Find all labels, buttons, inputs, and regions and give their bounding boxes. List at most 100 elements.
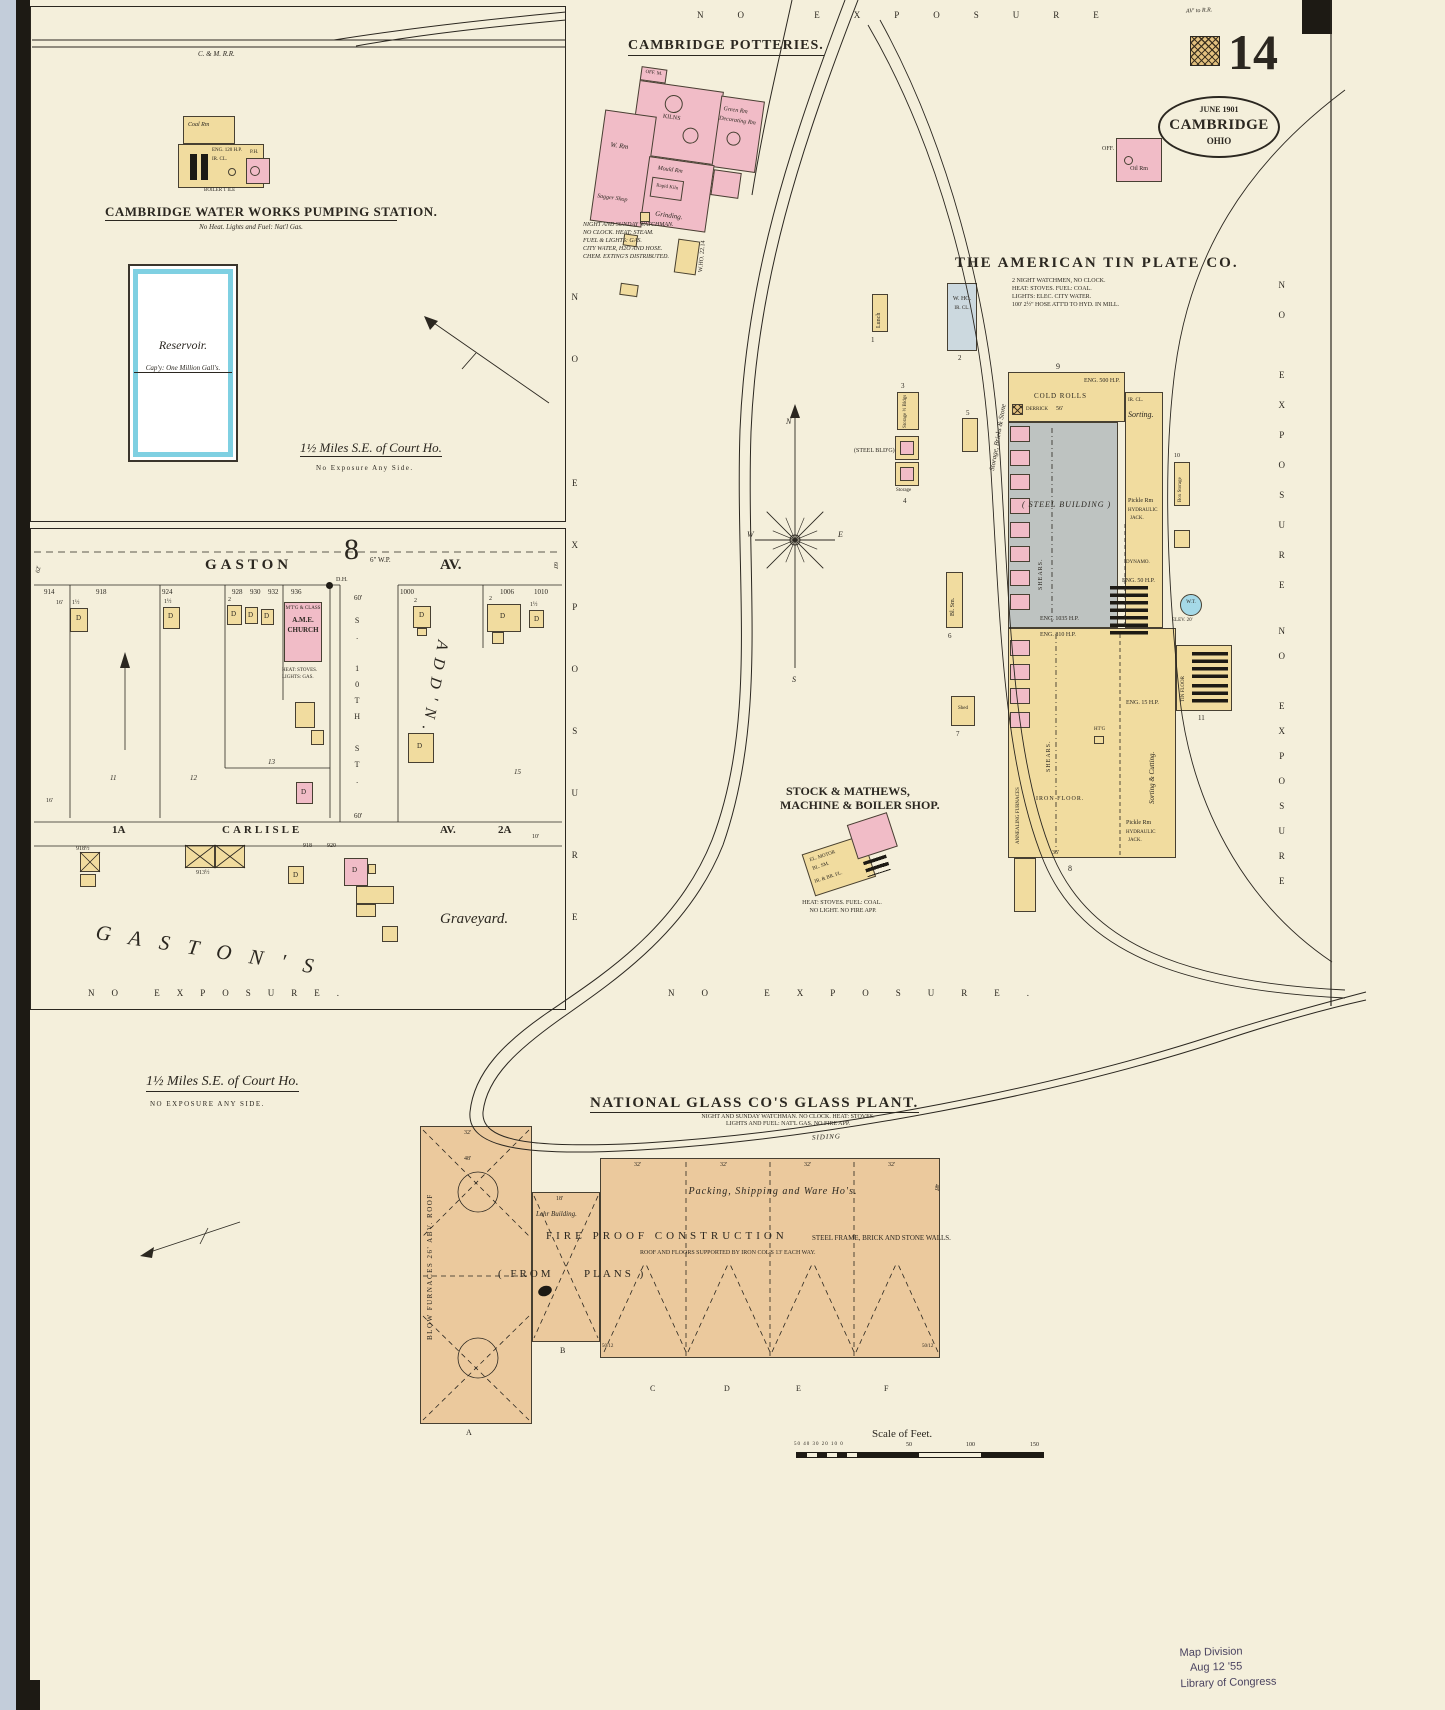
compass-n-label: N (785, 417, 792, 426)
machine-box (1010, 546, 1030, 562)
waterworks-miles-note: 1½ Miles S.E. of Court Ho. (300, 440, 442, 457)
dwelling-mark: D (168, 612, 174, 620)
church-label: CHURCH (287, 626, 319, 634)
story-mark: 1½ (530, 602, 538, 608)
hydraulic-label: HYDRAULIC (1128, 508, 1158, 513)
gaston-street-label: GASTON (205, 557, 293, 573)
story-mark: 2 (414, 598, 417, 604)
edge-right-upper-exposure: NO EXPOSURE (1276, 280, 1287, 610)
machine-box (1010, 712, 1030, 728)
dimension: 32' (804, 1162, 812, 1168)
oval-date: JUNE 1901 (1199, 105, 1239, 114)
carlisle-av-label: AV. (440, 824, 456, 836)
dwelling (227, 605, 242, 625)
lot-number: 13 (268, 758, 275, 766)
dimension: 32' (888, 1162, 896, 1168)
section-letter: E (796, 1384, 801, 1393)
dimension: 62' (35, 565, 43, 574)
porch (368, 864, 376, 874)
scale-bar (796, 1452, 1044, 1458)
tinplate-title: THE AMERICAN TIN PLATE CO. (955, 255, 1239, 271)
dimension: 48' (933, 1184, 940, 1192)
scale-title: Scale of Feet. (872, 1428, 933, 1440)
edge-inner-left-exposure: NO EXPOSURE (569, 292, 580, 974)
dimension: 16' (56, 600, 64, 606)
potteries-note: NIGHT AND SUNDAY WATCHMAN. (583, 222, 674, 228)
dwelling-mark: D (76, 614, 82, 622)
machine-box (1010, 426, 1030, 442)
machine-box (1010, 688, 1030, 704)
dimension: 48' (464, 1156, 472, 1162)
stable (185, 845, 215, 868)
dimension: 60' (354, 594, 363, 602)
dwelling-mark: D (231, 610, 237, 618)
heating-box (1094, 736, 1104, 744)
tank (228, 168, 236, 176)
building-number: 9 (1056, 362, 1060, 371)
gaston-bottom-exposure: NO EXPOSURE. (88, 988, 357, 998)
compass-w-label: W (747, 530, 755, 539)
elevation-label: ELEV. 20' (1172, 618, 1193, 623)
pump-house-label: P.H. (250, 150, 259, 155)
church-building (284, 602, 322, 662)
story-mark: 2 (228, 597, 231, 603)
section-letter: A (466, 1428, 472, 1437)
reservoir-wall (133, 269, 233, 457)
stock-mathews-title-1: STOCK & MATHEWS, (786, 784, 910, 798)
machine-box (900, 441, 914, 455)
church-name-label: A.M.E. (292, 616, 314, 624)
pickle-room-label: Pickle Rm (1128, 498, 1154, 504)
compass-e-label: E (837, 530, 843, 539)
railroad-label: C. & M. R.R. (198, 50, 235, 58)
house-number: 1000 (400, 588, 414, 596)
s10th-street-label: S. 10TH ST. (352, 616, 362, 792)
block-2a-label: 2A (498, 824, 512, 836)
dwelling-mark: D (500, 612, 506, 620)
house-number: 1006 (500, 588, 514, 596)
stock-mathews-title-2: MACHINE & BOILER SHOP. (780, 798, 940, 812)
church-note: LIGHTS: GAS. (282, 675, 314, 680)
building-number: 4 (903, 497, 907, 505)
storage-3-label: Storage ½ Bldgs (903, 394, 908, 428)
scale-segment (827, 1453, 837, 1457)
sheet-number: 14 (1228, 24, 1278, 80)
story-mark: 1½ (164, 599, 172, 605)
dimension: 32' (464, 1130, 472, 1136)
dimension: 32' (720, 1162, 728, 1168)
library-stamp: Map Division Aug 12 '55 Library of Congr… (1179, 1642, 1340, 1692)
dwelling (408, 733, 434, 763)
dimension: 18' (556, 1196, 564, 1202)
house-number: 936 (291, 588, 302, 596)
dimension: 16' (46, 798, 54, 804)
dwelling-mark: D (419, 611, 425, 619)
house-number: 914 (44, 588, 55, 596)
scale-segment (807, 1453, 817, 1457)
engine-label: ENG. 1035 H.P. (1040, 616, 1079, 622)
coal-room-label: Coal Rm (188, 122, 210, 128)
waterworks-note: No Heat. Lights and Fuel: Nat'l Gas. (199, 223, 303, 231)
corner-note: AV' to R.R. (1185, 7, 1213, 15)
engine-label: ENG. 120 H.P. (212, 148, 242, 153)
scale-segment (797, 1453, 807, 1457)
siding-label: SIDING (811, 1132, 842, 1142)
block-number: 8 (344, 533, 359, 566)
building-number: 6 (948, 632, 952, 640)
right-panel-bottom-exposure: NO EXPOSURE. (668, 988, 1057, 998)
machine-box (1010, 664, 1030, 680)
house-number: 918 (303, 843, 312, 849)
corner-mark (1302, 0, 1332, 34)
tin-floor-label: TIN FLOOR (1181, 676, 1186, 702)
pickle-room-label: Pickle Rm (1126, 820, 1152, 826)
coal-room (183, 116, 235, 144)
annealing-label: ANNEALING FURNACES (1016, 787, 1021, 844)
boiler-tile-label: BOILER T ILE (204, 188, 236, 193)
oval-city: CAMBRIDGE (1169, 117, 1269, 133)
walls-note: STEEL FRAME, BRICK AND STONE WALLS. (812, 1234, 951, 1242)
tinplate-note: 2 NIGHT WATCHMEN, NO CLOCK. (1012, 278, 1106, 284)
tin-stack-marks (1192, 652, 1228, 678)
from-plans-right: PLANS ) (584, 1268, 647, 1280)
compass-s-label: S (792, 675, 796, 684)
tinplate-note: HEAT: STOVES. FUEL: COAL. (1012, 286, 1092, 292)
tank (1124, 156, 1133, 165)
dwelling (288, 866, 304, 884)
